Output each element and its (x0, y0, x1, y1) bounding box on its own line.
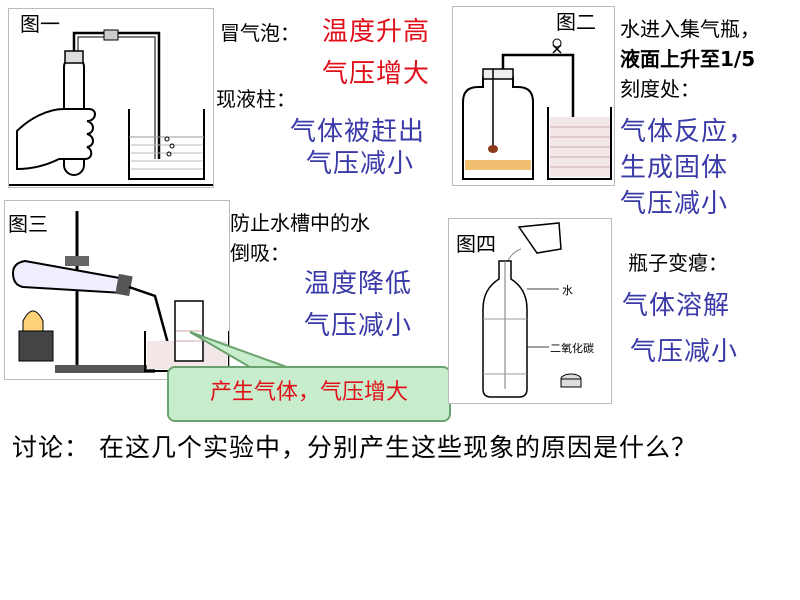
discussion-question: 讨论： 在这几个实验中，分别产生这些现象的原因是什么？ (12, 433, 697, 462)
fig1-phenomenon-bubbles: 冒气泡： (220, 21, 300, 45)
figure-1-label: 图一 (20, 12, 60, 36)
bottle-co2-diagram (482, 222, 582, 398)
figure-1-apparatus (8, 8, 214, 188)
fig4-label-co2: 二氧化碳 (550, 342, 594, 355)
figure-4-apparatus (448, 218, 612, 404)
fig3-purpose-line2: 倒吸： (230, 241, 290, 265)
fig1-reason-pressure-down: 气压减小 (306, 149, 415, 179)
fig4-reason-gas-dissolves: 气体溶解 (622, 291, 731, 321)
fig1-phenomenon-liquid-column: 现液柱： (216, 87, 296, 111)
fig3-reason-temp-down: 温度降低 (304, 269, 413, 299)
fig2-phenomenon-line3: 刻度处： (620, 77, 700, 101)
test-tube-hand-diagram (9, 29, 213, 186)
figure-3-apparatus (4, 200, 230, 380)
figure-2-label: 图二 (556, 10, 596, 34)
fig2-reason-pressure-down: 气压减小 (620, 189, 729, 219)
fig4-phenomenon: 瓶子变瘪： (628, 251, 728, 275)
figure-2-apparatus (452, 6, 615, 186)
fig1-reason-gas-expelled: 气体被赶出 (290, 117, 426, 147)
fig1-reason-pressure-up: 气压增大 (322, 59, 431, 89)
heating-apparatus-diagram (11, 211, 229, 373)
figure-3-label: 图三 (8, 212, 48, 236)
fig3-purpose-line1: 防止水槽中的水 (230, 211, 370, 235)
fig4-reason-pressure-down: 气压减小 (630, 337, 739, 367)
gas-bottle-diagram (462, 38, 612, 180)
fig1-reason-temp-rise: 温度升高 (322, 17, 431, 47)
figure-4-label: 图四 (456, 232, 496, 256)
fig4-label-water: 水 (562, 284, 573, 297)
fig3-reason-pressure-down: 气压减小 (304, 311, 413, 341)
fig2-reason-solid-formed: 生成固体 (620, 153, 729, 183)
fig2-phenomenon-line1: 水进入集气瓶， (620, 17, 760, 41)
fig3-callout: 产生气体，气压增大 (167, 366, 451, 422)
fig2-phenomenon-line2: 液面上升至1/5 (620, 47, 756, 71)
fig2-reason-gas-reacts: 气体反应， (620, 117, 756, 147)
